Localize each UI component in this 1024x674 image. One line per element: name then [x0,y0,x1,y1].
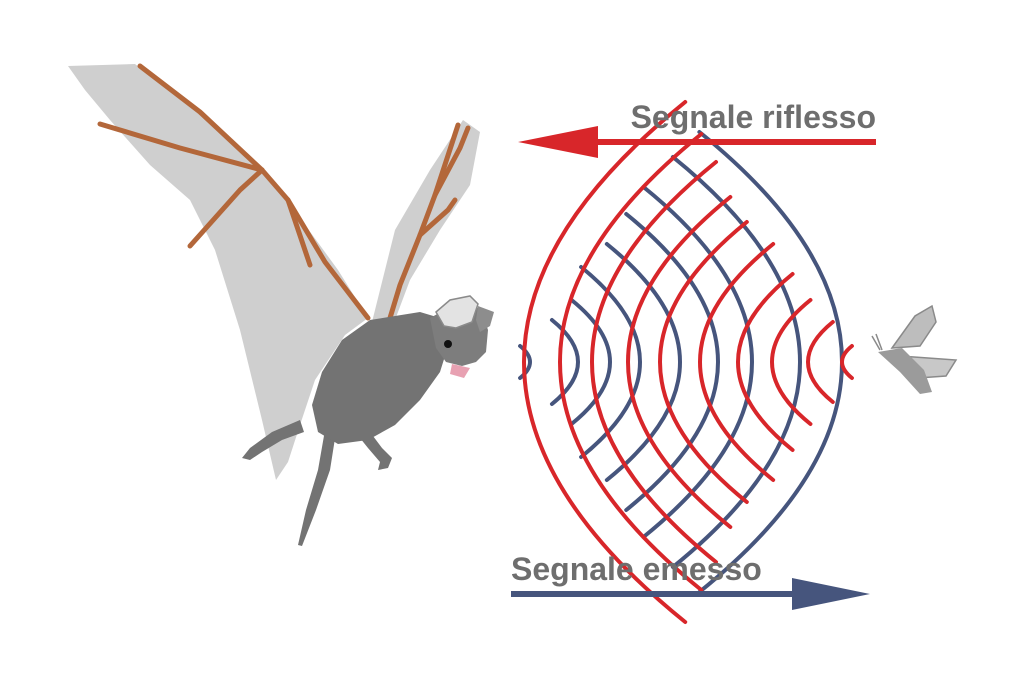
bat-left-wing [68,64,368,480]
reflected-wave-arc-2 [806,320,835,404]
emitted-arrow-head [792,578,870,610]
bat-eye [444,340,452,348]
moth-illustration [871,304,958,394]
moth-upper-wing [890,304,937,349]
bat-ear-tip [476,306,494,332]
reflected-wave-arc-5 [698,242,776,482]
reflected-signal-indicator: Segnale riflesso [518,99,876,158]
emitted-wave-arc-2 [549,318,580,406]
emitted-wave-arc-7 [641,185,754,539]
bat-tail [298,430,336,546]
bat-illustration [68,63,494,546]
bat-wing-bones [97,63,471,321]
reflected-wave-arc-4 [736,272,795,452]
emitted-signal-label: Segnale emesso [511,551,762,587]
moth-antenna [871,333,883,351]
sound-wave-arcs [518,100,854,624]
reflected-wave-arc-6 [658,220,749,504]
reflected-wave-arc-8 [590,160,718,564]
emitted-signal-indicator: Segnale emesso [511,551,870,610]
reflected-wave-arc-7 [626,195,733,529]
reflected-signal-label: Segnale riflesso [631,99,876,135]
reflected-wave-arc-10 [522,100,688,624]
bat-body [312,312,450,444]
reflected-wave-arc-9 [558,132,704,592]
emitted-wave-arc-6 [624,212,720,512]
bat-hind-leg [242,420,304,460]
moth-body [878,348,932,394]
bat-mouth [450,364,470,378]
emitted-wave-arc-5 [604,242,682,482]
emitted-wave-arc-3 [569,298,612,426]
reflected-wave-arc-3 [770,298,813,426]
emitted-wave-arc-8 [670,155,802,569]
reflected-wave-arc-1 [840,344,854,380]
bat-ear [435,295,479,329]
reflected-arrow-head [518,126,598,158]
